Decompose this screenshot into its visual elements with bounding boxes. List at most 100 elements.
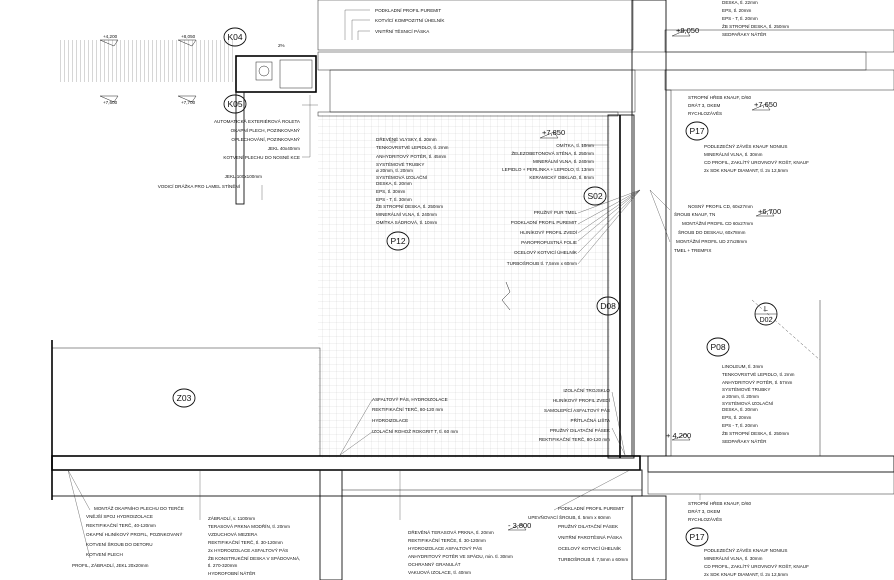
jekl-post — [235, 91, 245, 205]
level-4200: +4,200 — [103, 34, 118, 39]
level-7650: +7,650 — [754, 100, 777, 109]
sill-bottom-label-3: VNITŘNÍ PAROTĚSNÁ PÁSKA — [558, 533, 623, 540]
p08-layer-6: DESKA, tl. 20mm — [722, 407, 758, 412]
level-7700: +7,700 — [181, 100, 196, 105]
tag-d02: D02 — [760, 317, 773, 324]
p12-layer-8: EPS - T, tl. 30mm — [376, 197, 412, 202]
interior-grid — [318, 115, 610, 458]
p17a-label-0: STROPNÍ HŘEB KNAUF, D/60 — [688, 93, 751, 100]
tag-circle-p17b — [685, 527, 709, 547]
p17b-label-5: CD PROFIL, ZAKLÍTÝ UROVNOVÝ ROŠT, KNAUF — [704, 563, 809, 569]
wall-cladding — [665, 89, 672, 457]
box-insulation — [279, 59, 313, 89]
p17b-label-3: PODLEZEČNÝ ZÁVĚS KNAUF NONIUS — [704, 546, 787, 553]
tag-circle-z03 — [172, 388, 196, 408]
roller-shutter-box — [235, 55, 317, 93]
terrace-center-label-2: HYDROIZOLACE ASFALTOVÝ PÁS — [408, 545, 482, 551]
threshold-label-0: ASFALTOVÝ PÁS, HYDROIZOLACE — [372, 396, 448, 402]
right-slab — [647, 471, 894, 495]
terrace-center-label-5: VAKUOVÁ IZOLACE, tl. 40mm — [408, 569, 471, 575]
level-symbol-7600 — [99, 95, 119, 103]
terrace-mid-label-1: TERASOVÁ PRKNA MODŘÍN, tl. 20mm — [208, 522, 290, 529]
upper-insulation — [329, 69, 636, 113]
p08-layer-9: ŽB STROPNÍ DESKA, tl. 250mm — [722, 429, 789, 436]
tag-texts: K04 K05 P12 S02 P17 D08 P08 Z03 P17 L D0… — [177, 32, 773, 542]
terrace-left-label-4: KOTVENÍ ŠROUB DO DETORU — [86, 541, 153, 547]
lower-column — [319, 469, 343, 580]
window-top-label-1: PODKLADNÍ PROFIL PUREMIT — [511, 219, 577, 225]
sill-label-2: SAMOLEPÍCÍ ASFALTOVÝ PÁS — [544, 407, 610, 413]
ceiling-label-5: TMEL + TREMFIX — [674, 248, 711, 253]
p08-layer-7: EPS, tl. 20mm — [722, 415, 752, 420]
top-right-0: DESKA, tl. 22mm — [722, 0, 758, 5]
tag-z03: Z03 — [177, 393, 192, 403]
right-floor — [647, 455, 894, 473]
jekl-label-0: JEKL 100x100mm — [225, 174, 263, 179]
k05-label-3: JEKL 40x40mm — [268, 146, 300, 151]
p12-layer-9: ŽB STROPNÍ DESKA, tl. 250mm — [376, 202, 443, 209]
tag-circle-s02 — [583, 186, 607, 206]
window-top-label-2: HLINÍKOVÝ PROFIL ZVEDÍ — [520, 229, 578, 235]
terrace-center-label-4: OCHRANNÝ GRANULÁT — [408, 561, 461, 567]
roller-drum — [258, 65, 270, 77]
terrace-center-label-1: REKTIFIKAČNÍ TERČE, tl. 30-120mm — [408, 537, 486, 543]
window-frame — [607, 114, 635, 459]
p17a-label-3: PODLEZEČNÝ ZÁVĚS KNAUF NONIUS — [704, 142, 787, 149]
upper-slab-layers — [317, 51, 867, 71]
terrace-center-label-3: ANHYDRITOVÝ POTĚR VE SPÁDU, min. tl. 30m… — [408, 552, 513, 559]
terrace-left-label-1: VNĚJŠÍ SPOJ HYDROIZOLACE — [86, 512, 153, 519]
p12-layer-10: MINERÁLNÍ VLNA, tl. 240mm — [376, 211, 437, 217]
wall-s02 — [631, 0, 667, 457]
level-8050: +8,050 — [181, 34, 196, 39]
k05-label-1: OKAPNÍ PLECH, POZINKOVANÝ — [231, 127, 300, 133]
tag-s02: S02 — [587, 191, 602, 201]
top-label-2: VNITŘNÍ TĚSNICÍ PÁSKA — [375, 27, 430, 34]
level-3800: - 3,800 — [508, 521, 531, 530]
s02-layer-4: KERAMICKÝ OBKLAD, tl. 8mm — [529, 174, 594, 180]
threshold-label-1: REKTIFIKAČNÍ TERČ, 80-120 mm — [372, 406, 443, 412]
p12-layer-1: TENKOVRSTVÉ LEPIDLO, tl. 2mm — [376, 144, 449, 150]
k05-label-2: OPLECHOVÁNÍ, POZINKOVANÝ — [231, 136, 300, 142]
terrace-insulation — [341, 469, 643, 491]
p17a-label-4: MINERÁLNÍ VLNA, tl. 30mm — [704, 151, 763, 157]
ceiling-label-2: MONTÁŽNÍ PROFIL CD 60x27mm — [682, 219, 753, 226]
sill-label-4: PRUŽNÝ DILATAČNÍ PÁSEK — [550, 426, 611, 433]
tag-circles — [172, 27, 778, 547]
terrace-center-label-0: DŘEVĚNÁ TERASOVÁ PRKNA, tl. 20mm — [408, 528, 494, 535]
leader-lines — [67, 9, 701, 559]
p08-layer-1: TENKOVRSTVÉ LEPIDLO, tl. 2mm — [722, 371, 795, 377]
tag-circle-p17a — [685, 121, 709, 141]
tag-p17b: P17 — [689, 532, 704, 542]
p17b-label-1: DRÁT 3, OKEM — [688, 508, 721, 514]
terrace-left-label-2: REKTIFIKAČNÍ TERČ, 40-120mm — [86, 522, 156, 528]
p08-layer-3: SYSTÉMOVÉ TRUBKY — [722, 386, 770, 392]
terrace-left-label-3: OKAPNÍ HLINÍKOVÝ PROFIL, POZINKOVANÝ — [86, 531, 182, 537]
sill-bottom-label-1: UPEVŇOVACÍ ŠROUB, tl. 5mm x 60mm — [528, 514, 611, 520]
top-label-1: KOTVÍCÍ KOMPOZITNÍ ÚHELNÍK — [375, 17, 445, 23]
tag-k05: K05 — [227, 99, 242, 109]
level-7850: +7,850 — [542, 128, 565, 137]
p17b-label-2: RYCHLOZÁVĚS — [688, 515, 722, 522]
sill-bottom-label-5: TURBOŠROUB tl. 7,5mm x 60mm — [558, 556, 628, 562]
p17b-label-6: 2x SDK KNAUF DIAMANT, tl. 2x 12,5mm — [704, 572, 788, 577]
p12-layer-7: EPS, tl. 30mm — [376, 189, 406, 194]
upper-slab — [317, 0, 634, 51]
tag-l: L — [764, 306, 768, 313]
level-4200b: + 4,200 — [666, 431, 691, 440]
s02-layer-2: MINERÁLNÍ VLNA, tl. 240mm — [533, 158, 594, 164]
lower-wall — [631, 495, 667, 580]
top-label-0: PODKLADNÍ PROFIL PUREMIT — [375, 7, 441, 13]
jekl-label-1: VODICÍ DRÁŽKA PRO LAMEL STÍNĚNÍ — [158, 182, 241, 189]
p08-layer-8: EPS - T, tl. 20mm — [722, 423, 758, 428]
p17b-label-4: MINERÁLNÍ VLNA, tl. 30mm — [704, 555, 763, 561]
p12-layer-2: ANHYDRITOVÝ POTĚR, tl. 45mm — [376, 152, 447, 159]
terrace-mid-label-6: tl. 270-320mm — [208, 563, 238, 568]
sill-label-3: PŘÍTLAČNÁ LIŠTA — [571, 416, 611, 423]
window-top-label-4: OCELOVÝ KOTVICÍ ÚHELNÍK — [514, 249, 578, 255]
terrace-mid-label-3: REKTIFIKAČNÍ TERČ, tl. 30-120mm — [208, 539, 283, 545]
level-7600: +7,600 — [103, 100, 118, 105]
threshold-label-2: HYDROIZOLACE — [372, 418, 408, 423]
p08-layer-2: ANHYDRITOVÝ POTĚR, tl. 57mm — [722, 378, 793, 385]
level-symbol-3800 — [507, 523, 527, 531]
